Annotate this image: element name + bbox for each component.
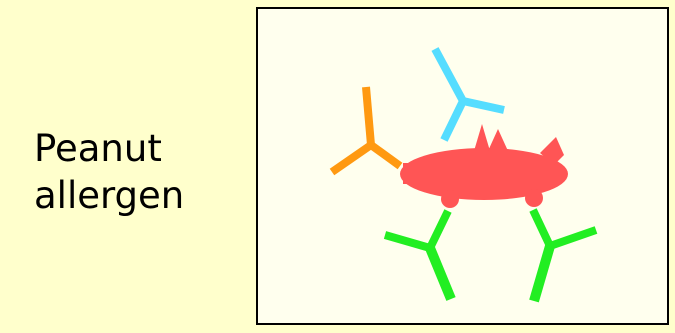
allergen-label: Peanut allergen — [34, 125, 234, 219]
cyan-antibody-arm-right — [462, 97, 505, 114]
allergen-snout — [403, 163, 423, 184]
green-antibody-right-arm-left — [529, 208, 554, 248]
allergen-spike-left — [474, 124, 490, 151]
diagram-panel — [256, 7, 669, 325]
green-antibody-right — [529, 208, 598, 303]
allergen-blob — [400, 124, 568, 208]
orange-antibody-arm-up — [362, 86, 375, 146]
allergen-label-line-1: Peanut — [34, 127, 162, 170]
cyan-antibody-arm-left — [431, 47, 467, 103]
diagram-canvas — [329, 47, 598, 303]
green-antibody-left-arm-left — [383, 231, 432, 252]
cyan-antibody-stem — [440, 99, 467, 142]
allergen-label-line-2: allergen — [34, 174, 185, 217]
cyan-antibody — [431, 47, 505, 142]
allergen-ear — [540, 137, 564, 165]
green-antibody-left-arm-right — [426, 209, 452, 250]
green-antibody-left — [383, 209, 456, 301]
allergen-body — [400, 148, 568, 200]
orange-antibody-stem — [368, 141, 403, 170]
allergen-foot-right — [525, 189, 543, 207]
green-antibody-left-stem — [425, 246, 456, 301]
green-antibody-right-stem — [529, 244, 555, 303]
allergen-foot-left — [441, 190, 459, 208]
orange-antibody-arm-left — [329, 141, 374, 176]
green-antibody-right-arm-right — [548, 226, 598, 250]
orange-antibody — [329, 86, 403, 176]
allergen-spike-right — [488, 129, 508, 151]
